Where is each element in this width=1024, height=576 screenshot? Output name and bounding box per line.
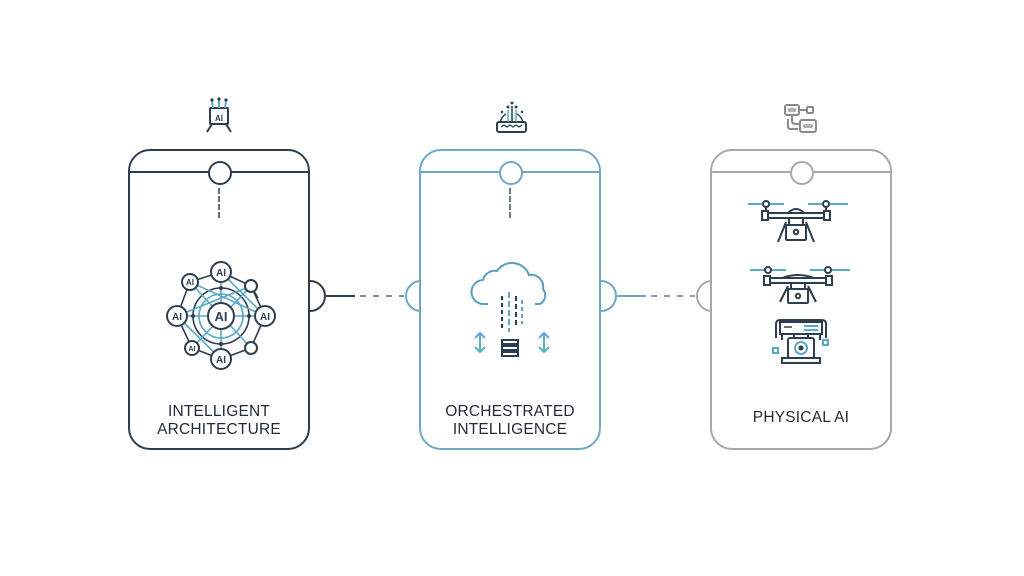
ai-node-label: AI — [260, 312, 270, 323]
card-connector-knob — [208, 161, 232, 185]
connector-1-2 — [309, 280, 422, 312]
stage-label-line1: PHYSICAL AI — [752, 409, 850, 426]
ai-node-label: AI — [186, 278, 194, 287]
drones-and-robot-icon — [748, 200, 850, 364]
workflow-icon — [784, 104, 817, 133]
cloud-sync-icon — [470, 261, 550, 357]
ai-node-label: AI — [216, 355, 226, 366]
robot-camera-icon — [772, 319, 829, 364]
stage-card-orchestrated-intelligence: ORCHESTRATED INTELLIGENCE — [419, 149, 601, 450]
ai-node-label: AI — [189, 346, 196, 353]
stage-label: PHYSICAL AI — [712, 409, 890, 427]
svg-text:AI: AI — [215, 114, 223, 123]
drone-icon — [748, 200, 848, 243]
ai-node-label: AI — [216, 268, 226, 279]
dashed-stem — [509, 188, 511, 218]
ai-network-icon: AI AI AI AI AI AI AI — [166, 261, 276, 370]
server-signal-icon — [496, 101, 527, 133]
stage-label-line1: INTELLIGENT — [167, 403, 271, 420]
ai-node-label: AI — [215, 309, 228, 324]
card-connector-knob — [790, 161, 814, 185]
card-connector-knob — [499, 161, 523, 185]
stage-label-line1: ORCHESTRATED — [445, 403, 575, 420]
connector-2-3 — [600, 280, 713, 312]
stage-label-line2: ARCHITECTURE — [157, 421, 281, 438]
stage-label: INTELLIGENT ARCHITECTURE — [130, 403, 308, 439]
drone-icon — [750, 266, 850, 304]
stage-label-line2: INTELLIGENCE — [452, 421, 568, 438]
stage-card-physical-ai: PHYSICAL AI — [710, 149, 892, 450]
stage-label: ORCHESTRATED INTELLIGENCE — [421, 403, 599, 439]
ai-chip-icon: AI — [206, 97, 232, 133]
dashed-stem — [218, 188, 220, 218]
ai-node-label: AI — [172, 312, 182, 323]
